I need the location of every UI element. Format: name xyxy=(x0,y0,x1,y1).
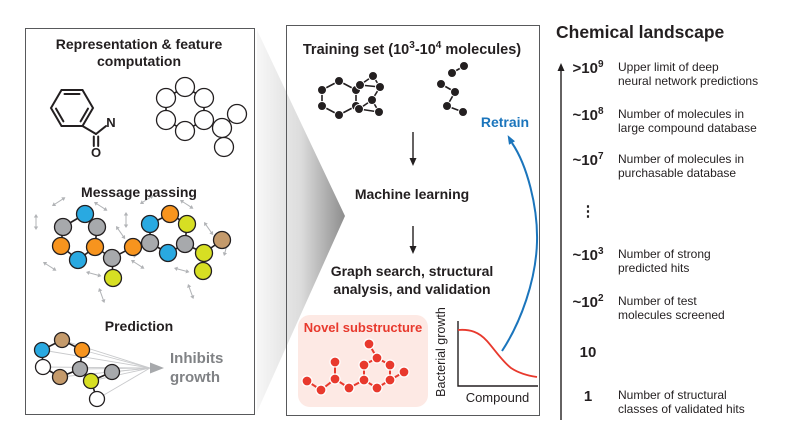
landscape-row-10: 10 xyxy=(566,344,792,361)
scale-description: Number of test molecules screened xyxy=(618,294,725,323)
message-passing-graph-left xyxy=(33,194,143,305)
scale-value: ~107 xyxy=(572,151,604,169)
left-panel-box xyxy=(25,28,255,415)
bacterial-growth-chart xyxy=(457,321,538,387)
retrain-label: Retrain xyxy=(480,114,530,130)
flow-arrow-ml-to-search xyxy=(409,226,417,254)
flow-arrow-training-to-ml xyxy=(409,132,417,166)
growth-curve xyxy=(457,328,538,378)
scale-description: Number of structural classes of validate… xyxy=(618,388,745,417)
oxygen-atom-label: O xyxy=(91,145,101,160)
retrain-arrow xyxy=(501,135,539,352)
scale-value: ~102 xyxy=(572,293,604,311)
machine-learning-label: Machine learning xyxy=(354,186,470,202)
chart-y-axis-label: Bacterial growth xyxy=(434,307,448,397)
scale-description: Number of molecules in purchasable datab… xyxy=(618,152,745,181)
landscape-row-1e7: ~107 Number of molecules in purchasable … xyxy=(566,151,792,181)
landscape-row-1e9: >109 Upper limit of deep neural network … xyxy=(566,59,792,89)
scale-description: Number of strong predicted hits xyxy=(618,247,711,276)
landscape-row-1e3: ~103 Number of strong predicted hits xyxy=(566,246,792,276)
landscape-row-1e8: ~108 Number of molecules in large compou… xyxy=(566,106,792,136)
scale-description: Number of molecules in large compound da… xyxy=(618,107,757,136)
scale-value: ~108 xyxy=(572,106,604,124)
scale-value: 1 xyxy=(583,388,593,405)
message-passing-title: Message passing xyxy=(81,184,197,200)
scale-value: 10 xyxy=(579,344,597,361)
nitrogen-atom-label: N xyxy=(106,115,115,130)
landscape-row-ellipsis: ⋮ xyxy=(566,203,792,220)
landscape-row-1e2: ~102 Number of test molecules screened xyxy=(566,293,792,323)
scale-value: ~103 xyxy=(572,246,604,264)
novel-substructure-molecule xyxy=(301,338,410,396)
landscape-row-1: 1 Number of structural classes of valida… xyxy=(566,388,792,417)
vertical-ellipsis: ⋮ xyxy=(580,203,596,220)
chemical-landscape-title: Chemical landscape xyxy=(556,22,725,42)
novel-substructure-label: Novel substructure xyxy=(303,320,423,335)
left-panel-title: Representation & feature computation xyxy=(55,36,223,70)
chart-x-axis-label: Compound xyxy=(465,390,530,405)
training-set-molecules xyxy=(317,61,469,120)
scale-value: >109 xyxy=(572,59,604,77)
training-set-title: Training set (103-104 molecules) xyxy=(302,40,522,58)
inhibits-arrowhead xyxy=(150,362,164,374)
prediction-title: Prediction xyxy=(104,318,174,334)
middle-panel-box xyxy=(286,25,540,416)
prediction-graph xyxy=(33,331,164,408)
graph-search-label: Graph search, structural analysis, and v… xyxy=(330,263,494,297)
chemical-landscape-axis-arrow xyxy=(557,63,565,420)
benzamide-structure: N O xyxy=(49,89,116,160)
scale-description: Upper limit of deep neural network predi… xyxy=(618,60,759,89)
inhibits-growth-label: Inhibits growth xyxy=(170,350,224,386)
message-passing-graph-right xyxy=(123,192,232,301)
molecule-graph-white xyxy=(155,76,248,158)
